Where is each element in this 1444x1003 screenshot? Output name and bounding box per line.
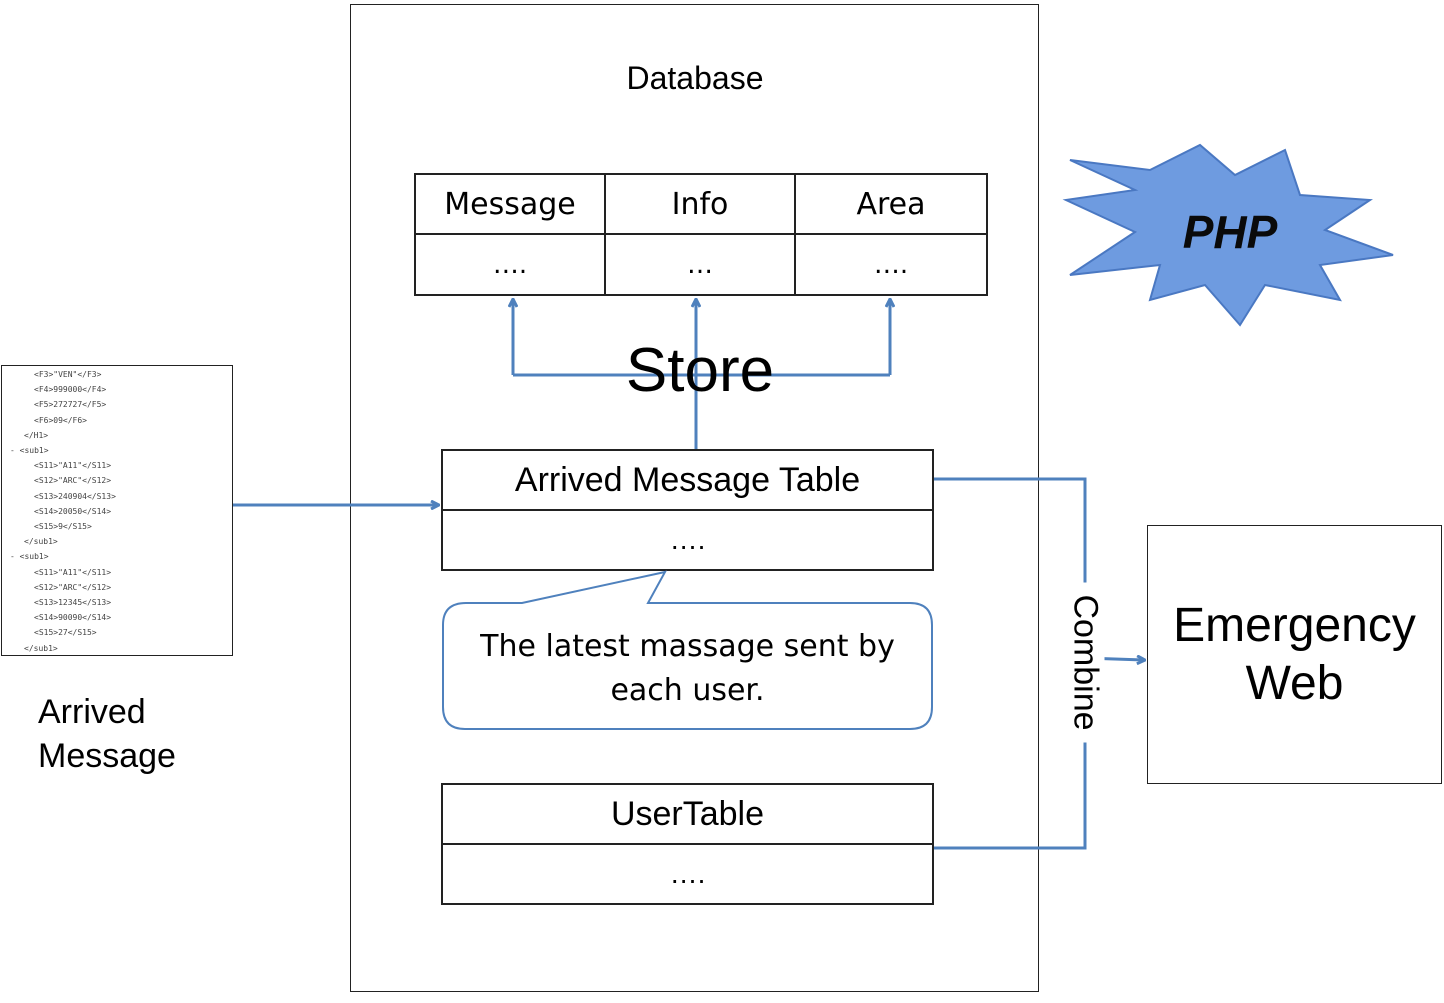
user-table-title: UserTable bbox=[443, 785, 932, 845]
xml-line: <S12>"ARC"</S12> bbox=[34, 582, 112, 592]
xml-line: <S15>9</S15> bbox=[34, 522, 92, 531]
fields-table: Message Info Area …. … …. bbox=[414, 173, 988, 296]
xml-line: <F3>"VEN"</F3> bbox=[34, 370, 102, 379]
arrived-message-table-row: …. bbox=[669, 524, 706, 555]
xml-line: <S14>90090</S14> bbox=[34, 613, 112, 623]
xml-line: <S11>"A11"</S11> bbox=[34, 461, 112, 471]
combine-connector bbox=[934, 477, 1087, 850]
xml-line: </H1> bbox=[24, 430, 49, 440]
xml-line: </sub1> bbox=[24, 537, 58, 547]
combine-label: Combine bbox=[1065, 582, 1105, 743]
database-title: Database bbox=[626, 60, 764, 96]
xml-line: <S13>12345</S13> bbox=[34, 598, 112, 607]
xml-line: <F4>999000</F4> bbox=[34, 385, 107, 395]
xml-line: - <sub1> bbox=[10, 446, 49, 455]
callout-bubble-shape bbox=[442, 570, 933, 730]
user-table: UserTable …. bbox=[441, 783, 934, 905]
xml-line: <S13>240904</S13> bbox=[34, 491, 116, 501]
cell-message-value: …. bbox=[416, 235, 606, 295]
cell-info-value: … bbox=[606, 235, 796, 295]
header-area: Area bbox=[796, 175, 986, 235]
xml-line: <S15>27</S15> bbox=[34, 628, 97, 638]
arrived-message-table: Arrived Message Table …. bbox=[441, 449, 934, 571]
xml-line: <S12>"ARC"</S12> bbox=[34, 476, 112, 486]
store-label: Store bbox=[625, 336, 775, 405]
arrived-message-document: <F3>"VEN"</F3> <F4>999000</F4> <F5>272727<… bbox=[1, 365, 233, 656]
php-starburst-shape bbox=[1062, 143, 1394, 327]
callout-text: The latest massage sent by each user. bbox=[480, 629, 895, 708]
arrived-message-table-title: Arrived Message Table bbox=[443, 451, 932, 511]
xml-line: <S14>20050</S14> bbox=[34, 506, 112, 516]
cell-area-value: …. bbox=[873, 250, 909, 280]
header-info: Info bbox=[606, 175, 796, 235]
xml-line: <F6>09</F6> bbox=[34, 415, 87, 425]
xml-line: <F5>272727</F5> bbox=[34, 400, 107, 410]
emergency-web-box: Emergency Web bbox=[1147, 525, 1442, 784]
php-badge: PHP bbox=[1182, 206, 1278, 258]
xml-line: <S11>"A11"</S11> bbox=[34, 567, 112, 577]
xml-line: </sub1> bbox=[24, 643, 58, 653]
arrived-message-label: Arrived Message bbox=[38, 693, 176, 775]
emergency-web-label: Emergency Web bbox=[1173, 598, 1416, 710]
xml-line: - <sub1> bbox=[10, 552, 49, 562]
header-message: Message bbox=[416, 175, 606, 235]
user-table-row: …. bbox=[669, 858, 706, 889]
